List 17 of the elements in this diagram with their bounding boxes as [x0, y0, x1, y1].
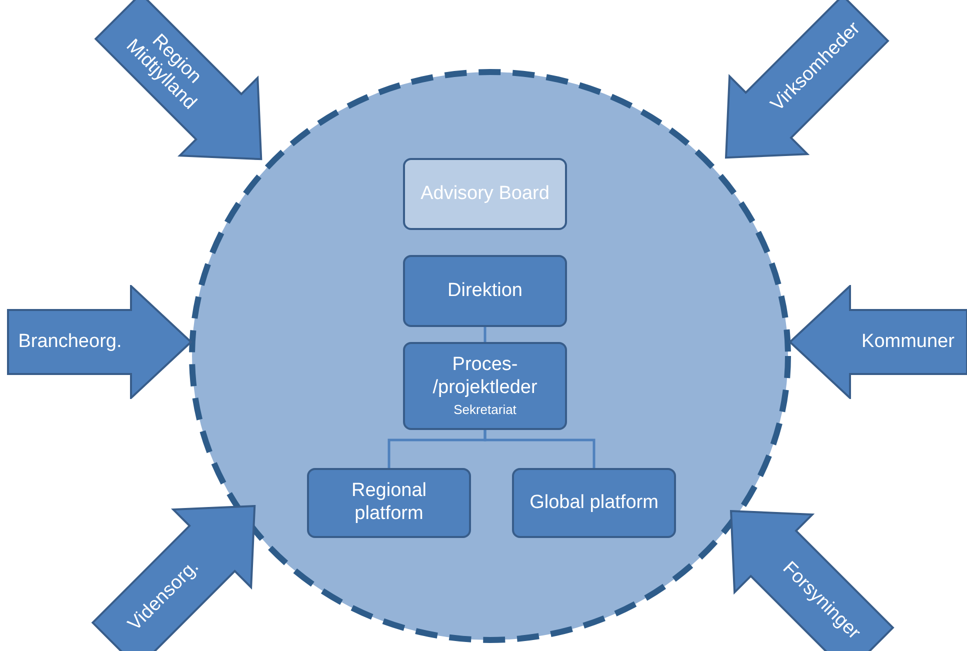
block-arrow [788, 285, 967, 399]
block-arrow [7, 285, 193, 399]
org-box [307, 468, 471, 538]
box-subtitle: Sekretariat [454, 402, 516, 418]
org-box [403, 158, 567, 230]
box-title: Proces- /projektleder [432, 354, 538, 400]
org-box [403, 342, 567, 430]
box-title: Advisory Board [420, 182, 550, 206]
connector-line [484, 327, 486, 342]
box-title: Regional platform [350, 480, 428, 526]
box-title: Direktion [448, 280, 522, 302]
arrow-label: Brancheorg. [17, 330, 123, 354]
box-title: Global platform [530, 492, 658, 514]
org-box [403, 255, 567, 327]
arrow-label: Kommuner [860, 330, 956, 354]
connector-line [484, 430, 596, 468]
org-box [512, 468, 676, 538]
